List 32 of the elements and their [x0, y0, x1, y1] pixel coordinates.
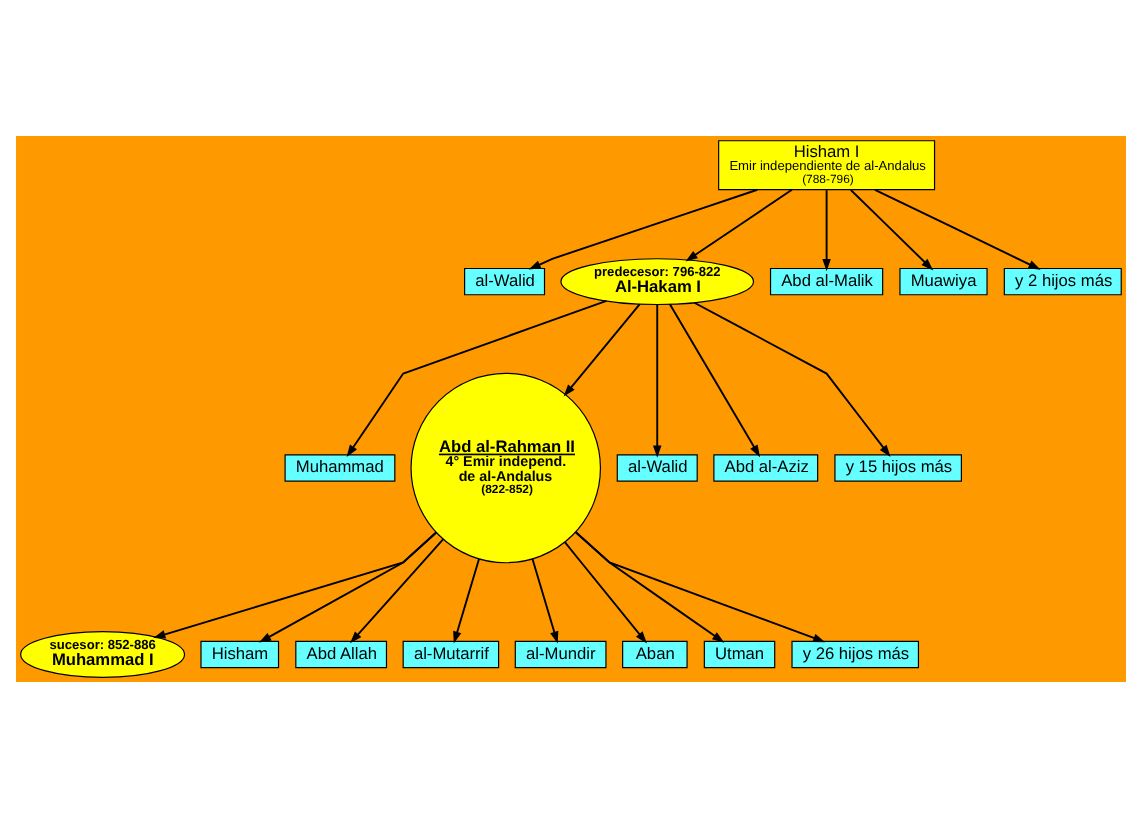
arrow: [874, 188, 1041, 270]
node-box: Abd Allah: [295, 640, 388, 669]
node-box: al-Walid: [464, 267, 546, 296]
node-box: Hisham: [200, 640, 280, 669]
node-box: Aban: [622, 640, 688, 669]
node-box: y 15 hijos más: [834, 454, 962, 482]
arrow: [693, 301, 891, 457]
node-box: Muawiya: [899, 267, 988, 296]
node-box: y 2 hijos más: [1003, 267, 1122, 296]
arrow: [153, 531, 438, 639]
arrow: [258, 531, 438, 643]
arrow: [849, 189, 934, 271]
arrow: [453, 558, 480, 644]
arrow: [652, 303, 662, 458]
arrow: [346, 300, 608, 458]
node-box: y 26 hijos más: [791, 640, 920, 669]
node-box: al-Mutarrif: [402, 640, 500, 669]
arrow: [668, 303, 761, 458]
arrow: [563, 303, 641, 397]
arrow: [822, 189, 831, 272]
arrow: [563, 541, 647, 644]
node-box: Abd al-Malik: [769, 267, 884, 296]
node-box: al-Mundir: [514, 640, 607, 669]
node-box: Utman: [703, 640, 776, 669]
node-box: al-Walid: [616, 454, 698, 482]
node-box: Muhammad: [284, 454, 396, 482]
arrow: [350, 538, 444, 644]
arrow: [531, 558, 559, 644]
arrow: [528, 188, 759, 270]
arrow: [685, 188, 793, 262]
arrow: [574, 531, 826, 643]
node-box: Abd al-Aziz: [713, 454, 819, 482]
